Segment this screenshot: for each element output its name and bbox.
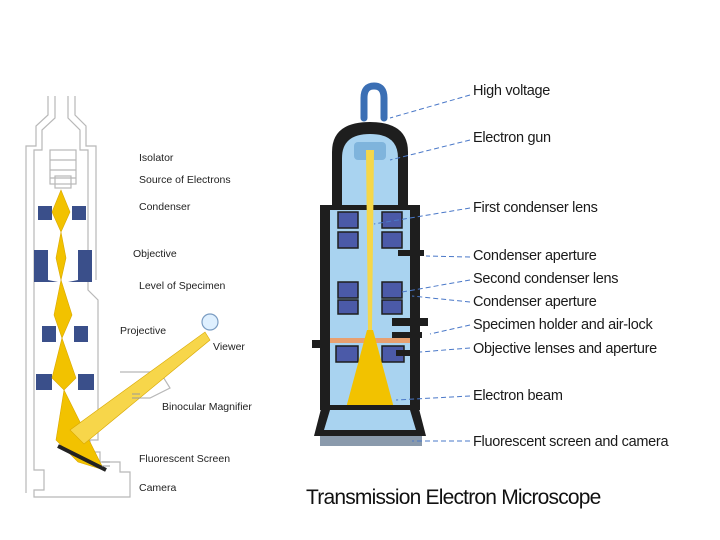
lower-lens-right — [78, 374, 94, 390]
label-level-of-specimen: Level of Specimen — [139, 280, 226, 292]
lower-lens-left — [36, 374, 52, 390]
label-camera: Camera — [139, 482, 177, 494]
label-objective-lenses: Objective lenses and aperture — [473, 341, 657, 357]
label-condenser-aperture-2: Condenser aperture — [473, 294, 597, 310]
diagram-caption: Transmission Electron Microscope — [306, 486, 601, 509]
camera-base — [320, 436, 422, 446]
label-fluorescent-screen-camera: Fluorescent screen and camera — [473, 434, 669, 450]
label-projective: Projective — [120, 325, 167, 337]
label-condenser: Condenser — [139, 201, 191, 213]
schematic-beam — [51, 189, 211, 471]
electron-beam-upper — [366, 150, 374, 330]
electron-beam-cone — [346, 330, 394, 412]
label-first-condenser-lens: First condenser lens — [473, 200, 598, 216]
label-objective: Objective — [133, 248, 177, 260]
pointer-lines — [373, 94, 471, 442]
label-binocular-magnifier: Binocular Magnifier — [162, 401, 252, 413]
fluorescent-screen-plate — [57, 444, 107, 472]
label-fluorescent-screen: Fluorescent Screen — [139, 453, 231, 465]
viewer-eyepiece — [201, 313, 219, 331]
label-isolator: Isolator — [139, 152, 174, 164]
condenser-lens-left — [38, 206, 52, 220]
label-specimen-holder: Specimen holder and air-lock — [473, 317, 653, 333]
objective-lens-right — [68, 250, 92, 282]
projective-lens-left — [42, 326, 56, 342]
objective-lens-left — [34, 250, 58, 282]
side-ports — [312, 250, 428, 356]
label-second-condenser-lens: Second condenser lens — [473, 271, 619, 287]
projective-lens-right — [74, 326, 88, 342]
condenser-lens-right — [72, 206, 86, 220]
high-voltage-cable — [360, 82, 388, 122]
label-electron-beam: Electron beam — [473, 388, 563, 404]
label-electron-gun: Electron gun — [473, 130, 551, 146]
label-source-of-electrons: Source of Electrons — [139, 174, 231, 186]
label-high-voltage: High voltage — [473, 83, 551, 99]
label-viewer: Viewer — [213, 341, 245, 353]
label-condenser-aperture-1: Condenser aperture — [473, 248, 597, 264]
schematic-housing — [25, 96, 171, 498]
schematic-lenses — [34, 206, 94, 390]
